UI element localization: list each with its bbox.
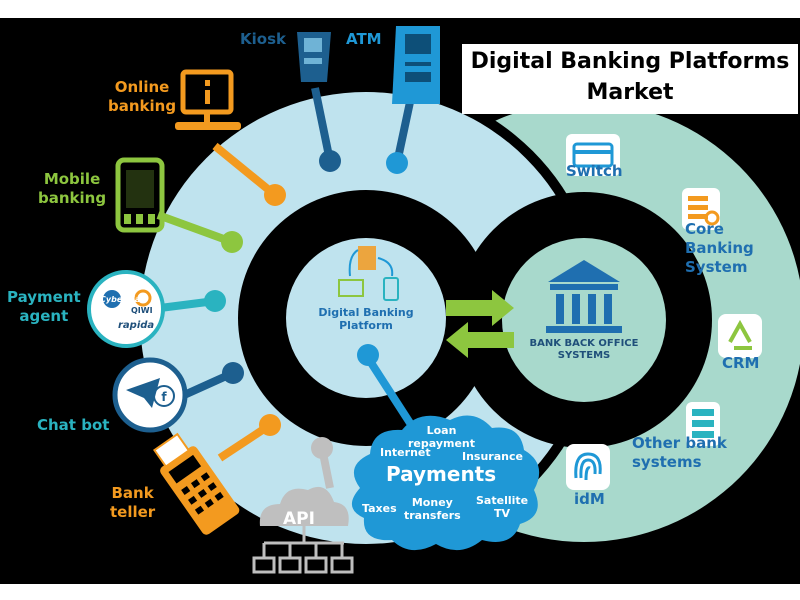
payments-cloud	[351, 415, 540, 551]
teller-dot	[259, 414, 281, 436]
atm-label: ATM	[346, 30, 382, 48]
platform-label-line1: Digital Banking	[318, 306, 414, 319]
satellite-tv-label: Satellite TV	[476, 494, 528, 520]
mobile-banking-line2: banking	[38, 189, 107, 207]
loan-line1: Loan	[426, 424, 457, 437]
api-label: API	[283, 509, 315, 529]
money-transfers-label: Money transfers	[404, 496, 461, 522]
fingerprint-icon	[566, 444, 610, 490]
title-box: Digital Banking Platforms Market	[462, 44, 798, 114]
loan-line2: repayment	[408, 437, 476, 450]
payment-agent-label: Payment agent	[7, 288, 81, 326]
atm-dot	[386, 152, 408, 174]
money-line2: transfers	[404, 509, 461, 522]
monitor-icon	[175, 69, 241, 130]
payment-agent-line1: Payment	[7, 288, 81, 306]
atm-icon	[392, 26, 440, 104]
payment-agent-line2: agent	[19, 307, 69, 325]
bank-building-icon	[546, 260, 622, 333]
payment-dot	[204, 290, 226, 312]
api-dot	[311, 437, 333, 459]
satellite-line2: TV	[494, 507, 511, 520]
svg-text:f: f	[161, 390, 167, 404]
online-banking-line2: banking	[108, 97, 177, 115]
diagram-frame: f	[0, 18, 800, 584]
insurance-label: Insurance	[462, 450, 523, 463]
page-title-line1: Digital Banking Platforms	[470, 49, 790, 74]
online-banking-line1: Online	[114, 78, 170, 96]
internet-label: Internet	[380, 446, 431, 459]
online-dot	[264, 184, 286, 206]
money-line1: Money	[411, 496, 453, 509]
back-office-core	[502, 238, 666, 402]
core-banking-line2: Banking	[685, 239, 754, 257]
core-banking-label: Core Banking System	[685, 220, 754, 277]
chatbot-dot	[222, 362, 244, 384]
idm-label: idM	[574, 490, 605, 508]
kiosk-label: Kiosk	[240, 30, 286, 48]
server-rack-icon	[686, 402, 720, 446]
crm-label: CRM	[722, 354, 760, 372]
cyberplat-logo-text: CyberPlat	[100, 295, 145, 304]
devices-icon	[338, 246, 399, 301]
payments-title: Payments	[386, 462, 497, 486]
other-systems-line1: Other bank	[632, 434, 727, 452]
kiosk-icon	[297, 32, 331, 82]
platform-core	[286, 238, 446, 398]
smartphone-icon	[115, 157, 165, 233]
recycle-icon	[718, 314, 762, 358]
kiosk-dot	[319, 150, 341, 172]
platform-label-line2: Platform	[339, 319, 393, 332]
back-office-line2: SYSTEMS	[557, 350, 611, 361]
loan-repayment-label: Loan repayment	[408, 424, 475, 450]
online-banking-label: Online banking	[108, 78, 176, 116]
chat-bot-label: Chat bot	[37, 416, 110, 434]
telegram-facebook-icon: f	[112, 357, 188, 433]
other-systems-label: Other bank systems	[632, 434, 727, 472]
payment-logos-icon	[87, 270, 165, 348]
other-systems-line2: systems	[632, 453, 702, 471]
pos-terminal-icon	[153, 432, 240, 535]
payments-dot	[357, 344, 379, 366]
mobile-dot	[221, 231, 243, 253]
back-office-label: BANK BACK OFFICE SYSTEMS	[520, 338, 648, 362]
rapida-logo-text: rapida	[118, 320, 155, 331]
taxes-label: Taxes	[362, 502, 397, 515]
mobile-banking-line1: Mobile	[43, 170, 101, 188]
core-banking-line1: Core	[685, 220, 724, 238]
exchange-arrows-icon	[446, 290, 514, 358]
platform-label: Digital Banking Platform	[306, 306, 426, 332]
switch-label: Switch	[566, 162, 623, 180]
bank-teller-line2: teller	[110, 503, 156, 521]
core-banking-line3: System	[685, 258, 748, 276]
mobile-banking-label: Mobile banking	[38, 170, 106, 208]
page-title-line2: Market	[586, 80, 674, 105]
satellite-line1: Satellite	[476, 494, 529, 507]
bank-teller-line1: Bank	[111, 484, 154, 502]
card-icon	[566, 134, 620, 176]
back-office-line1: BANK BACK OFFICE	[529, 338, 639, 349]
cloud-network-icon	[252, 486, 354, 574]
qiwi-logo-text: QIWI	[131, 306, 153, 315]
server-gear-icon	[682, 188, 720, 230]
diagram-canvas: f	[87, 26, 800, 574]
bank-teller-label: Bank teller	[110, 484, 155, 522]
